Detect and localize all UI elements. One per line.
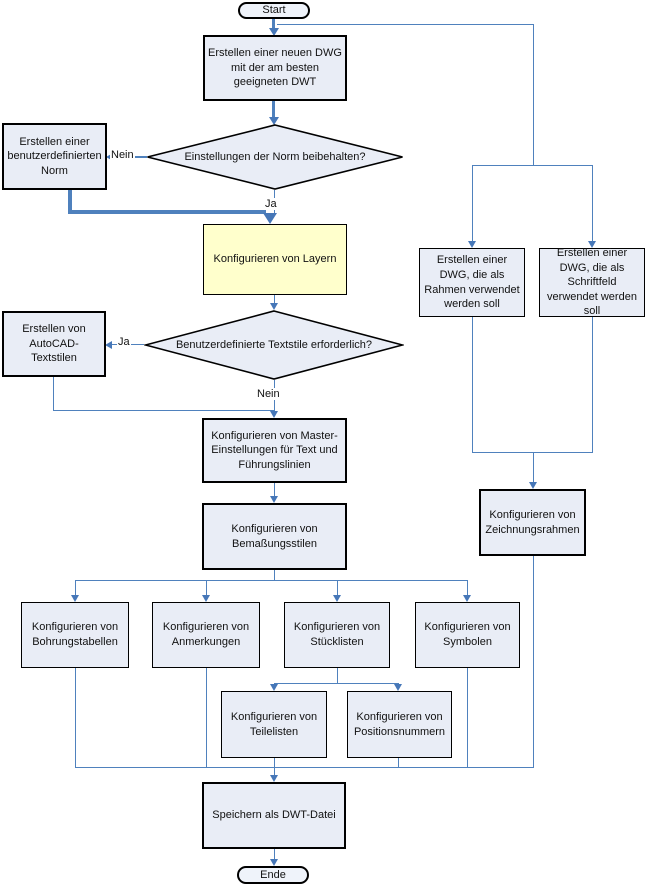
connector-line xyxy=(274,683,399,684)
node-label: Erstellen einer DWG, die als Rahmen verw… xyxy=(424,254,520,311)
connector-line xyxy=(592,165,593,242)
connector-line xyxy=(53,377,54,411)
node-label: Benutzerdefinierte Textstile erforderlic… xyxy=(175,338,373,351)
node-decision-text-styles: Benutzerdefinierte Textstile erforderlic… xyxy=(144,310,404,380)
node-label: Konfigurieren von Teilelisten xyxy=(230,710,318,738)
node-label: Konfigurieren von Symbolen xyxy=(424,621,511,648)
node-label: Erstellen einer neuen DWG mit der am bes… xyxy=(208,47,342,89)
node-configure-parts-lists: Konfigurieren von Teilelisten xyxy=(221,691,327,758)
diamond-shape-icon xyxy=(144,310,404,380)
connector-line xyxy=(75,767,534,768)
connector-line xyxy=(75,580,468,581)
connector-line xyxy=(398,758,399,768)
edge-label-nein: Nein xyxy=(110,149,135,162)
connector-line xyxy=(274,849,275,860)
connector-line xyxy=(75,580,76,596)
connector-line xyxy=(472,165,593,166)
connector-line xyxy=(533,556,534,768)
edge-label-nein: Nein xyxy=(256,388,281,401)
arrowhead-down-icon xyxy=(71,595,79,602)
node-label: Konfigurieren von Anmerkungen xyxy=(162,621,250,648)
arrowhead-down-icon xyxy=(529,482,537,489)
node-configure-hole-tables: Konfigurieren von Bohrungstabellen xyxy=(21,602,129,668)
node-configure-layers: Konfigurieren von Layern xyxy=(203,224,347,295)
node-label: Konfigurieren von Positionsnummern xyxy=(353,710,446,738)
arrowhead-down-icon xyxy=(333,595,341,602)
edge-label-ja: Ja xyxy=(117,336,131,349)
arrowhead-down-icon xyxy=(463,595,471,602)
node-label: Konfigurieren von Stücklisten xyxy=(293,621,381,648)
connector-line xyxy=(472,452,593,453)
node-label: Start xyxy=(262,4,286,17)
connector-line xyxy=(467,668,468,768)
arrowhead-down-icon xyxy=(269,117,279,125)
connector-line xyxy=(533,24,534,165)
arrowhead-down-icon xyxy=(269,28,279,36)
connector-line xyxy=(274,295,275,304)
edge-label-ja: Ja xyxy=(264,198,278,211)
connector-line xyxy=(472,165,473,242)
node-label: Erstellen von AutoCAD-Textstilen xyxy=(22,323,86,365)
node-label: Konfigurieren von Bemaßungsstilen xyxy=(231,522,318,550)
node-configure-annotations: Konfigurieren von Anmerkungen xyxy=(152,602,260,668)
node-label: Konfigurieren von Bohrungstabellen xyxy=(31,621,119,648)
node-create-autocad-text-styles: Erstellen von AutoCAD-Textstilen xyxy=(2,311,106,377)
connector-line xyxy=(206,580,207,596)
arrowhead-left-icon xyxy=(106,153,113,161)
node-create-dwg-border: Erstellen einer DWG, die als Rahmen verw… xyxy=(419,248,525,317)
connector-line xyxy=(68,190,72,214)
connector-line xyxy=(53,410,274,411)
node-configure-dimension-styles: Konfigurieren von Bemaßungsstilen xyxy=(202,503,347,570)
arrowhead-down-icon xyxy=(270,303,278,310)
connector-line xyxy=(472,317,473,453)
connector-line xyxy=(272,101,275,118)
node-create-custom-norm: Erstellen einer benutzerdefinierten Norm xyxy=(2,123,107,190)
node-label: Konfigurieren von Master-Einstellungen f… xyxy=(211,429,338,471)
arrowhead-down-icon xyxy=(394,684,402,691)
node-create-new-dwg: Erstellen einer neuen DWG mit der am bes… xyxy=(203,35,347,101)
node-decision-keep-norm: Einstellungen der Norm beibehalten? xyxy=(146,124,404,190)
connector-line xyxy=(533,452,534,483)
arrowhead-down-icon xyxy=(270,496,278,503)
node-configure-balloons: Konfigurieren von Positionsnummern xyxy=(347,691,452,758)
arrowhead-left-icon xyxy=(105,341,112,349)
arrowhead-down-icon xyxy=(202,595,210,602)
arrowhead-down-icon xyxy=(270,775,278,782)
arrowhead-down-icon xyxy=(270,684,278,691)
connector-line xyxy=(592,317,593,453)
node-label: Speichern als DWT-Datei xyxy=(212,809,336,822)
diamond-shape-icon xyxy=(147,124,403,190)
node-configure-drawing-frames: Konfigurieren von Zeichnungsrahmen xyxy=(479,489,586,556)
connector-line xyxy=(75,668,76,768)
connector-line xyxy=(337,580,338,596)
arrowhead-down-icon xyxy=(588,241,596,248)
node-create-dwg-titleblock: Erstellen einer DWG, die als Schriftfeld… xyxy=(539,247,645,318)
node-configure-bom-lists: Konfigurieren von Stücklisten xyxy=(284,602,390,668)
arrowhead-down-icon xyxy=(468,241,476,248)
node-save-dwt: Speichern als DWT-Datei xyxy=(202,782,346,849)
connector-line xyxy=(274,483,275,497)
node-configure-symbols: Konfigurieren von Symbolen xyxy=(415,602,520,668)
node-label: Einstellungen der Norm beibehalten? xyxy=(184,150,366,163)
node-label: Erstellen einer DWG, die als Schriftfeld… xyxy=(547,247,637,318)
connector-line xyxy=(272,19,275,29)
connector-line xyxy=(68,210,266,214)
arrowhead-down-icon xyxy=(270,411,278,418)
node-configure-master-settings: Konfigurieren von Master-Einstellungen f… xyxy=(202,418,347,483)
node-end: Ende xyxy=(237,866,309,884)
connector-line xyxy=(274,758,275,775)
connector-line xyxy=(274,570,275,581)
node-start: Start xyxy=(238,2,310,19)
connector-line xyxy=(206,668,207,768)
node-label: Konfigurieren von Layern xyxy=(213,253,337,266)
arrowhead-down-icon xyxy=(270,859,278,866)
node-label: Erstellen einer benutzerdefinierten Norm xyxy=(7,135,102,177)
arrowhead-down-icon xyxy=(263,213,277,224)
node-label: Ende xyxy=(260,868,286,881)
connector-line xyxy=(337,668,338,684)
connector-line xyxy=(467,580,468,596)
connector-line xyxy=(277,24,534,25)
node-label: Konfigurieren von Zeichnungsrahmen xyxy=(485,508,580,536)
